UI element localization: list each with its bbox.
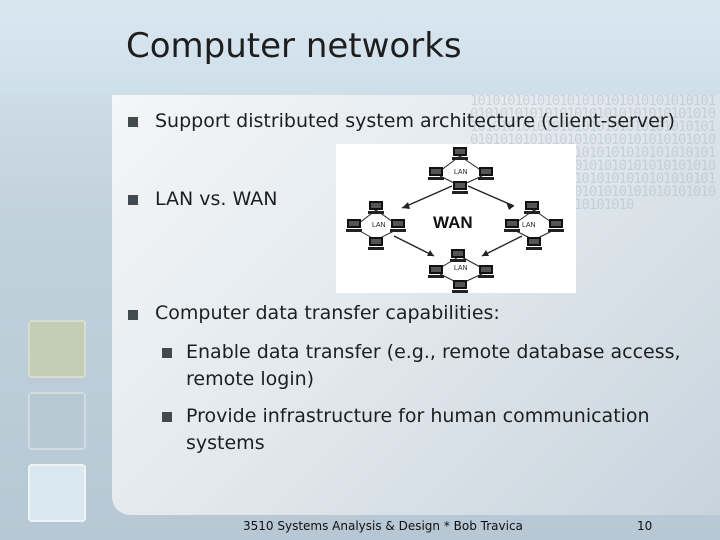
computer-icon: [368, 237, 384, 250]
decorative-square-3: [28, 464, 86, 522]
computer-icon: [452, 181, 468, 194]
decorative-square-1: [28, 320, 86, 378]
wan-diagram: LAN LAN LAN: [336, 144, 576, 293]
computer-icon: [428, 265, 444, 278]
bullet-text-client-server: Support distributed system architecture …: [155, 110, 676, 132]
page-number: 10: [637, 519, 653, 533]
sub-bullet-text-infrastructure: Provide infrastructure for human communi…: [186, 403, 650, 457]
computer-icon: [452, 280, 468, 293]
computer-icon: [478, 167, 494, 180]
lan-label-right: LAN: [522, 222, 536, 229]
sub-bullet-marker: [162, 412, 172, 422]
bullet-marker: [128, 310, 138, 320]
decorative-square-2: [28, 392, 86, 450]
computer-icon: [526, 237, 542, 250]
title-band: [0, 0, 720, 95]
lan-label-top: LAN: [454, 169, 468, 176]
sub-bullet-line: Enable data transfer (e.g., remote datab…: [186, 341, 681, 363]
computer-icon: [428, 167, 444, 180]
sub-bullet-line: systems: [186, 432, 265, 454]
bullet-marker: [128, 195, 138, 205]
computer-icon: [368, 201, 384, 214]
computer-icon: [452, 147, 468, 160]
sub-bullet-line: remote login): [186, 368, 315, 390]
sub-bullet-text-enable-transfer: Enable data transfer (e.g., remote datab…: [186, 339, 681, 393]
bullet-marker: [128, 117, 138, 127]
bullet-text-data-transfer: Computer data transfer capabilities:: [155, 302, 500, 324]
computer-icon: [504, 219, 520, 232]
computer-icon: [478, 265, 494, 278]
lan-label-bottom: LAN: [454, 265, 468, 272]
wan-label: WAN: [433, 213, 473, 232]
computer-icon: [450, 249, 466, 262]
computer-icon: [548, 219, 564, 232]
slide-title: Computer networks: [126, 26, 462, 66]
computer-icon: [390, 219, 406, 232]
slide-footer: 3510 Systems Analysis & Design * Bob Tra…: [243, 519, 523, 533]
computer-icon: [524, 201, 540, 214]
computer-icon: [346, 219, 362, 232]
sub-bullet-marker: [162, 348, 172, 358]
lan-label-left: LAN: [372, 222, 386, 229]
sub-bullet-line: Provide infrastructure for human communi…: [186, 405, 650, 427]
arrow-heads: [402, 202, 514, 256]
bullet-text-lan-wan: LAN vs. WAN: [155, 188, 278, 210]
